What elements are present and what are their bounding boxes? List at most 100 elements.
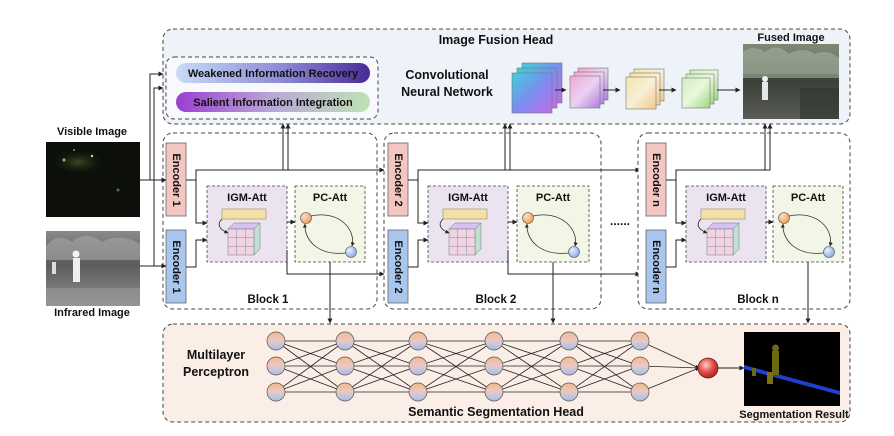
pc-node-orange xyxy=(300,212,312,224)
encoder-1-infrared: Encoder 1 xyxy=(165,229,187,304)
encoder-2-visible: Encoder 2 xyxy=(387,142,409,217)
pc-att-label: PC-Att xyxy=(791,192,826,204)
block-n: Encoder n Encoder n IGM-Att PC-Att xyxy=(637,123,851,324)
mlp-node xyxy=(266,356,286,376)
salient-integration-label: Salient Information Integration xyxy=(193,97,353,109)
igm-cube xyxy=(439,208,488,256)
image-fusion-head: Image Fusion Head Weakened Information R… xyxy=(162,28,851,125)
fused-image-label: Fused Image xyxy=(757,32,824,44)
encoder-1-visible-label: Encoder 1 xyxy=(170,153,182,206)
mlp-node xyxy=(484,331,504,351)
segmentation-result-label: Segmentation Result xyxy=(739,409,849,421)
fusion-head-title: Image Fusion Head xyxy=(439,33,554,47)
mlp-edge xyxy=(568,340,641,393)
mlp-node xyxy=(408,331,428,351)
pc-att-module: PC-Att xyxy=(516,185,590,263)
seg-head-title: Semantic Segmentation Head xyxy=(408,405,584,419)
infrared-image xyxy=(46,231,140,306)
mlp-node xyxy=(559,382,579,402)
pc-att-label: PC-Att xyxy=(313,192,348,204)
encoder-n-visible: Encoder n xyxy=(645,142,667,217)
igm-att-module: IGM-Att xyxy=(427,185,509,263)
feature-map-2 xyxy=(569,67,609,109)
weakened-recovery-pill xyxy=(176,63,370,83)
encoder-1-visible: Encoder 1 xyxy=(165,142,187,217)
mlp-node xyxy=(408,382,428,402)
mlp-node xyxy=(335,331,355,351)
feature-map-3 xyxy=(625,68,665,110)
pc-att-module: PC-Att xyxy=(772,185,844,263)
igm-att-label: IGM-Att xyxy=(706,192,746,204)
mlp-label-line2: Perceptron xyxy=(183,365,249,379)
igm-cube xyxy=(218,208,267,256)
mlp-node xyxy=(630,356,650,376)
mlp-label-line1: Multilayer xyxy=(187,348,245,362)
encoder-n-visible-label: Encoder n xyxy=(650,153,662,207)
infrared-image-label: Infrared Image xyxy=(54,307,130,319)
mlp-output-node xyxy=(697,357,719,379)
igm-att-label: IGM-Att xyxy=(448,192,488,204)
block-2: Encoder 2 Encoder 2 IGM-Att PC-Att xyxy=(383,123,641,324)
block-1-label: Block 1 xyxy=(248,294,290,306)
mlp-edge xyxy=(275,365,346,393)
block-1: Encoder 1 Encoder 1 IGM-Att PC-Att xyxy=(162,123,385,324)
mlp-edge xyxy=(568,340,641,367)
igm-att-label: IGM-Att xyxy=(227,192,267,204)
salient-integration-pill xyxy=(176,92,370,112)
segmentation-result-image xyxy=(744,332,840,406)
mlp-edge xyxy=(639,367,700,393)
pc-node-orange xyxy=(778,212,790,224)
block-2-label: Block 2 xyxy=(476,294,517,306)
encoder-2-infrared: Encoder 2 xyxy=(387,229,409,304)
encoder-2-visible-label: Encoder 2 xyxy=(392,153,404,206)
mlp-network xyxy=(266,331,745,402)
mlp-node xyxy=(335,356,355,376)
attention-legend: Weakened Information Recovery Salient In… xyxy=(165,56,379,120)
mlp-edge xyxy=(568,365,641,393)
encoder-1-infrared-label: Encoder 1 xyxy=(170,240,182,293)
mlp-edge xyxy=(639,340,700,369)
pc-node-blue xyxy=(568,246,580,258)
encoder-n-infrared-label: Encoder n xyxy=(650,240,662,294)
igm-att-module: IGM-Att xyxy=(685,185,767,263)
mlp-node xyxy=(266,331,286,351)
igm-cube xyxy=(697,208,746,256)
pc-node-blue xyxy=(345,246,357,258)
pc-att-label: PC-Att xyxy=(536,192,571,204)
mlp-node xyxy=(630,382,650,402)
semantic-segmentation-head: Multilayer Perceptron Semantic Segmentat… xyxy=(162,323,851,423)
mlp-edge xyxy=(417,340,495,393)
mlp-edge xyxy=(275,340,346,367)
encoder-n-infrared: Encoder n xyxy=(645,229,667,304)
weakened-recovery-label: Weakened Information Recovery xyxy=(188,68,359,80)
mlp-edge xyxy=(417,365,495,393)
mlp-node xyxy=(484,382,504,402)
feature-map-1 xyxy=(511,62,563,114)
mlp-node xyxy=(630,331,650,351)
cnn-feature-maps xyxy=(511,62,741,114)
mlp-edge xyxy=(493,340,570,393)
visible-image-label: Visible Image xyxy=(57,126,127,138)
mlp-node xyxy=(559,331,579,351)
pc-node-orange xyxy=(522,212,534,224)
mlp-edge xyxy=(417,340,495,367)
mlp-node xyxy=(559,356,579,376)
mlp-edge xyxy=(344,340,419,393)
igm-att-module: IGM-Att xyxy=(206,185,288,263)
mlp-edge xyxy=(344,365,419,393)
mlp-edge xyxy=(493,340,570,367)
cnn-label-line1: Convolutional xyxy=(405,68,488,82)
mlp-edge xyxy=(275,340,346,393)
mlp-edge xyxy=(639,365,700,370)
mlp-node xyxy=(408,356,428,376)
mlp-node xyxy=(335,382,355,402)
visible-image xyxy=(46,142,140,217)
block-n-label: Block n xyxy=(737,294,779,306)
mlp-edge xyxy=(344,340,419,367)
blocks-ellipsis: ...... xyxy=(610,214,630,228)
mlp-node xyxy=(266,382,286,402)
pc-node-blue xyxy=(823,246,835,258)
fused-image xyxy=(743,44,839,119)
cnn-label-line2: Neural Network xyxy=(401,85,493,99)
